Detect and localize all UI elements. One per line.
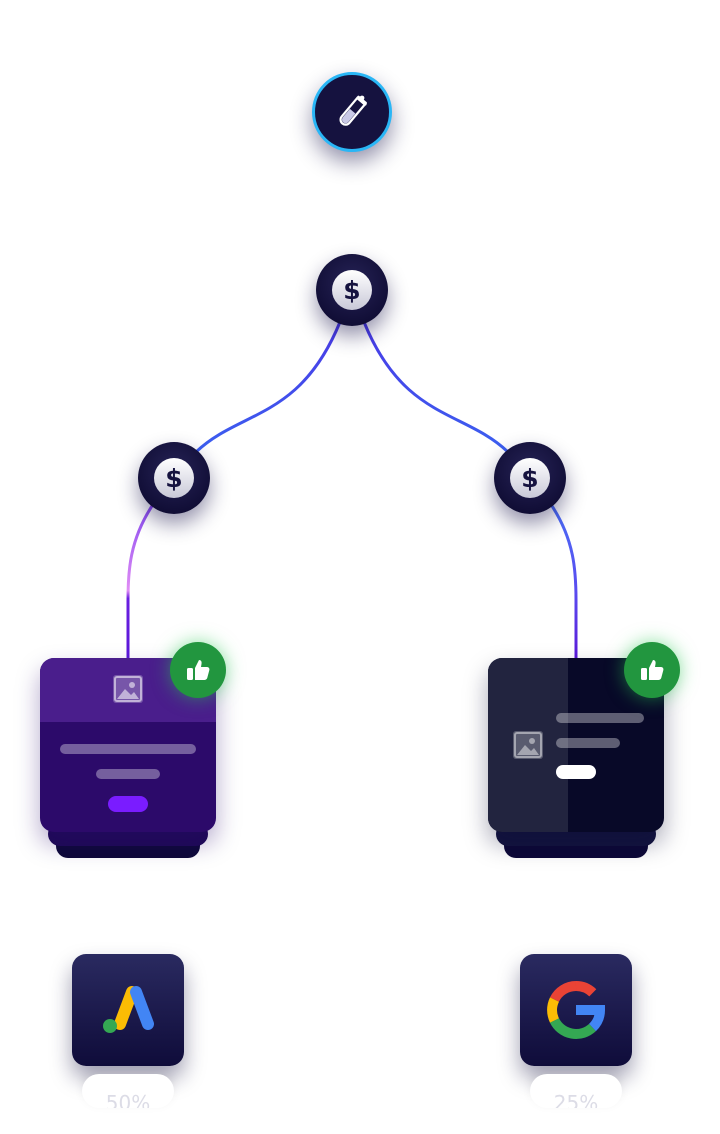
winner-badge-b xyxy=(624,642,680,698)
channel-tile-google[interactable] xyxy=(520,954,632,1066)
card-image-panel xyxy=(488,658,568,832)
google-icon xyxy=(547,980,606,1039)
branch-right-connector xyxy=(362,321,510,454)
thumbs-up-icon xyxy=(187,660,210,680)
text-line-placeholder xyxy=(60,744,196,754)
thumbs-up-icon xyxy=(641,660,664,680)
experiment-node[interactable] xyxy=(312,72,392,152)
budget-node-root[interactable]: $ xyxy=(316,254,388,326)
channel-tile-google-ads[interactable] xyxy=(72,954,184,1066)
right-drop-connector xyxy=(550,505,578,660)
test-tube-icon xyxy=(339,95,367,126)
image-placeholder-icon xyxy=(513,731,543,759)
channel-percent-left: 50% xyxy=(82,1074,174,1108)
text-line-placeholder xyxy=(556,713,644,723)
cta-button-placeholder[interactable] xyxy=(556,765,596,779)
text-line-placeholder xyxy=(556,738,620,748)
budget-node-left[interactable]: $ xyxy=(138,442,210,514)
cta-button-placeholder[interactable] xyxy=(108,796,148,812)
dollar-icon: $ xyxy=(154,458,194,498)
budget-node-right[interactable]: $ xyxy=(494,442,566,514)
image-placeholder-icon xyxy=(113,675,143,703)
branch-left-connector xyxy=(194,321,342,454)
channel-percent-right: 25% xyxy=(530,1074,622,1108)
ad-variant-card-b[interactable] xyxy=(488,658,664,832)
dollar-icon: $ xyxy=(332,270,372,310)
winner-badge-a xyxy=(170,642,226,698)
dollar-icon: $ xyxy=(510,458,550,498)
text-line-placeholder xyxy=(96,769,160,779)
google-ads-icon xyxy=(103,986,154,1033)
left-drop-connector xyxy=(126,505,154,660)
